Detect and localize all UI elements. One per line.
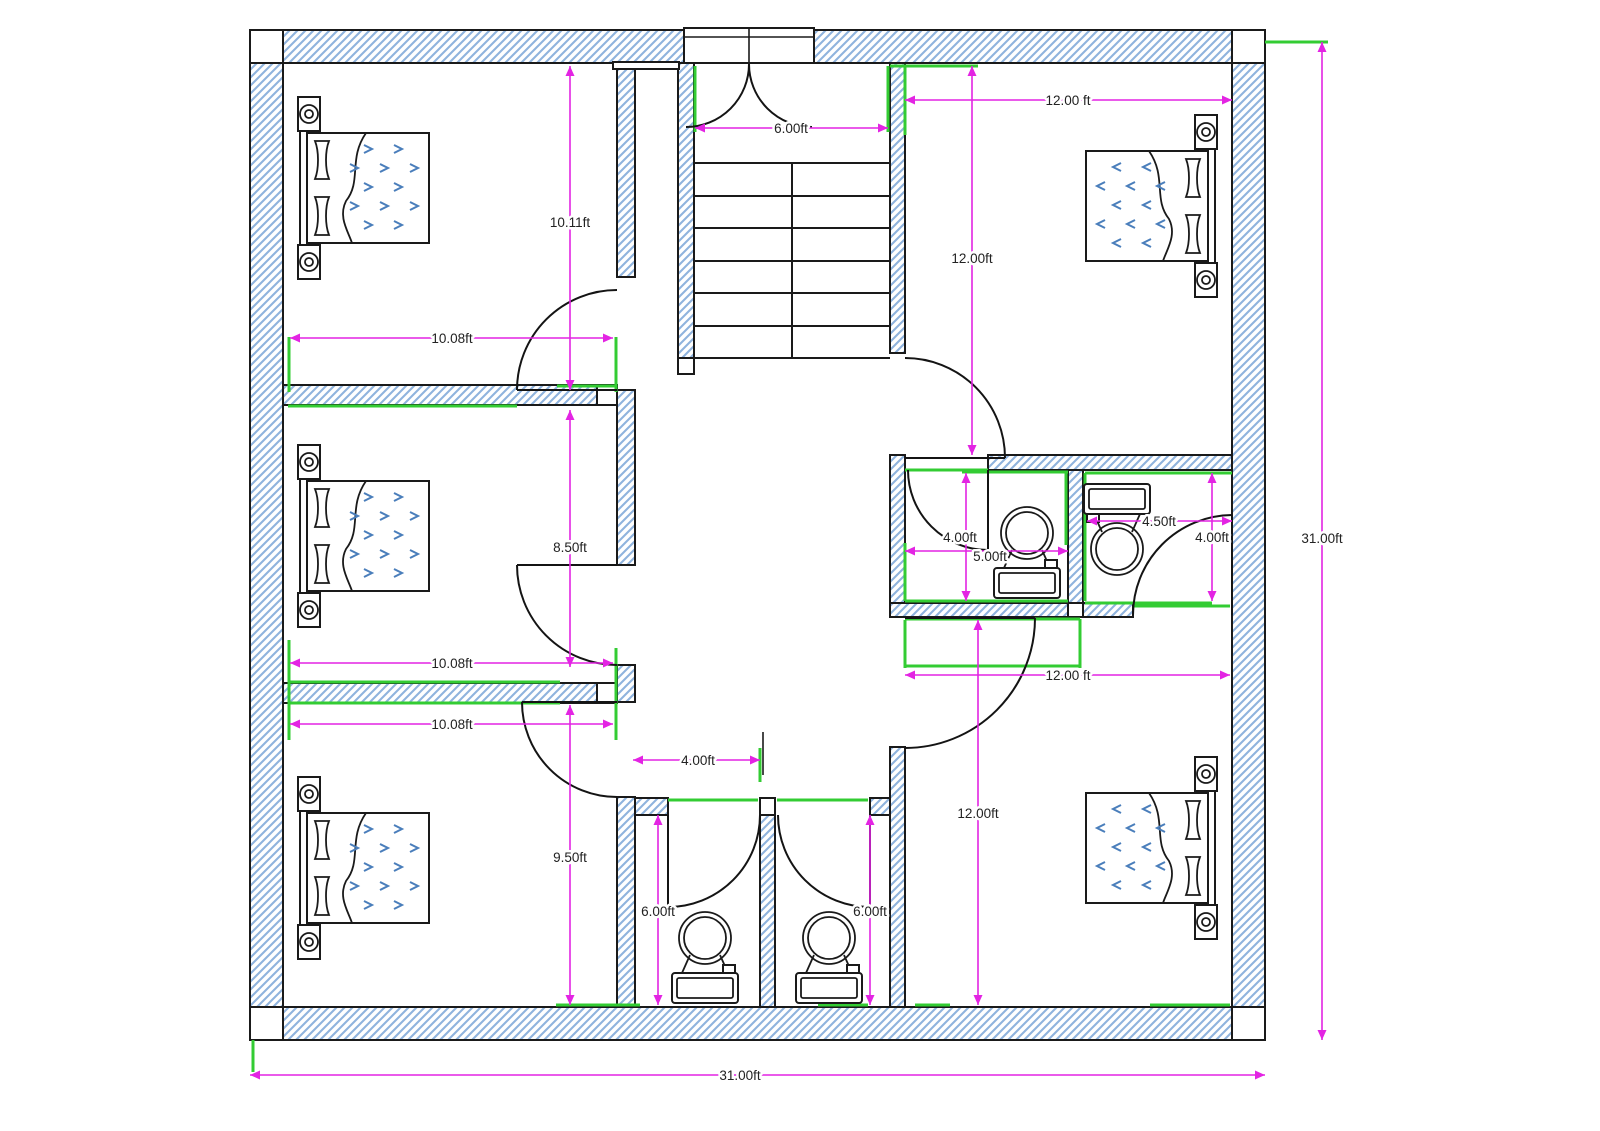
door-stall-left bbox=[667, 814, 761, 908]
dim-bedroom-bl-height: 9.50ft bbox=[551, 705, 590, 1005]
stall-divider-wall bbox=[759, 814, 776, 1008]
doors bbox=[516, 27, 1233, 908]
door-bedroom-bottom-right bbox=[904, 617, 1036, 749]
door-bedroom-top-left bbox=[516, 289, 618, 391]
dim-label-stairs-width: 6.00ft bbox=[774, 121, 808, 136]
dim-bedroom-tr-width: 12.00 ft bbox=[905, 91, 1232, 111]
bedroom-br-west-wall bbox=[889, 746, 906, 1008]
dim-wc-left-height: 4.00ft bbox=[941, 473, 980, 601]
dim-label-hall-width: 4.00ft bbox=[681, 753, 715, 768]
dim-label-wc-right-width: 4.50ft bbox=[1142, 514, 1176, 529]
dim-wc-right-height: 4.00ft bbox=[1193, 473, 1232, 601]
dim-label-tl-height: 10.11ft bbox=[550, 215, 591, 230]
corner-block-top-right bbox=[1231, 29, 1266, 64]
dim-stairs-width: 6.00ft bbox=[695, 119, 888, 139]
dim-label-total-height: 31.00ft bbox=[1301, 531, 1343, 546]
stall-right-top-wall bbox=[869, 797, 891, 816]
dim-total-width: 31.00ft bbox=[250, 1066, 1265, 1086]
bed-bedroom-bottom-right bbox=[1086, 757, 1217, 939]
dim-stall-right-height: 6.00ft bbox=[851, 815, 890, 1005]
hall-west-wall bbox=[616, 62, 636, 278]
stairwell-east-wall bbox=[889, 62, 906, 354]
bedroom-divider-wall-lower bbox=[282, 682, 598, 704]
dim-label-br-width: 12.00 ft bbox=[1045, 668, 1090, 683]
green-accent-marks bbox=[251, 40, 1328, 1072]
bed-bedroom-bottom-left bbox=[298, 777, 429, 959]
dim-label-total-width: 31.00ft bbox=[719, 1068, 761, 1083]
dim-bedroom-br-width: 12.00 ft bbox=[905, 666, 1230, 686]
wc-divider-wall bbox=[1067, 469, 1084, 604]
dim-label-wc-left-width: 5.00ft bbox=[973, 549, 1007, 564]
dim-bedroom-br-height: 12.00ft bbox=[955, 620, 1001, 1005]
door-stall-right bbox=[777, 814, 871, 908]
interior-walls bbox=[282, 61, 1233, 1008]
stall-left-top-wall bbox=[634, 797, 669, 816]
toilet-stall-left bbox=[671, 911, 739, 1004]
door-bedroom-mid-left bbox=[516, 564, 618, 666]
stairwell-west-wall bbox=[677, 62, 695, 361]
entry-double-door bbox=[683, 27, 815, 128]
exterior-walls bbox=[249, 29, 1266, 1041]
dim-stall-left-height: 6.00ft bbox=[639, 815, 678, 1005]
dim-label-br-height: 12.00ft bbox=[957, 806, 999, 821]
staircase bbox=[694, 162, 890, 359]
toilet-wc-right bbox=[1083, 483, 1151, 576]
door-bedroom-top-right bbox=[904, 357, 1006, 459]
hall-east-wall bbox=[889, 454, 906, 604]
wc-bottom-wall bbox=[889, 602, 1069, 618]
bed-bedroom-top-right bbox=[1086, 115, 1217, 297]
dim-label-wc-left-height: 4.00ft bbox=[943, 530, 977, 545]
dim-bedroom-tr-height: 12.00ft bbox=[949, 66, 995, 455]
dim-wc-right-width: 4.50ft bbox=[1087, 512, 1232, 532]
bed-bedroom-top-left bbox=[298, 97, 429, 279]
wc-top-wall bbox=[987, 454, 1233, 471]
dim-bedroom-ml-height: 8.50ft bbox=[551, 410, 590, 667]
dim-label-stall-left-height: 6.00ft bbox=[641, 904, 675, 919]
dim-label-tl-width: 10.08ft bbox=[431, 331, 473, 346]
corner-block-bottom-right bbox=[1231, 1006, 1266, 1041]
dim-label-wc-right-height: 4.00ft bbox=[1195, 530, 1229, 545]
corner-block-bottom-left bbox=[249, 1006, 284, 1041]
dim-hall-width: 4.00ft bbox=[633, 751, 760, 771]
dim-total-height: 31.00ft bbox=[1299, 42, 1345, 1040]
dimensions: 6.00ft 10.11ft 10.08ft 12.00 ft 12.00ft … bbox=[250, 42, 1345, 1086]
dim-label-bl-width: 10.08ft bbox=[431, 717, 473, 732]
dim-label-bl-height: 9.50ft bbox=[553, 850, 587, 865]
dim-wc-left-width: 5.00ft bbox=[905, 546, 1068, 567]
dim-bedroom-ml-width: 10.08ft bbox=[290, 654, 613, 674]
toilet-stall-right bbox=[795, 911, 863, 1004]
dim-label-tr-height: 12.00ft bbox=[951, 251, 993, 266]
dim-bedroom-bl-width: 10.08ft bbox=[290, 715, 613, 735]
dim-label-stall-right-height: 6.00ft bbox=[853, 904, 887, 919]
corner-block-top-left bbox=[249, 29, 284, 64]
dim-label-ml-width: 10.08ft bbox=[431, 656, 473, 671]
bedroom-divider-wall-upper bbox=[282, 384, 598, 406]
dim-bedroom-tl-height: 10.11ft bbox=[547, 66, 593, 390]
dim-bedroom-tl-width: 10.08ft bbox=[290, 329, 613, 349]
dim-label-tr-width: 12.00 ft bbox=[1045, 93, 1090, 108]
bed-bedroom-mid-left bbox=[298, 445, 429, 627]
dim-label-ml-height: 8.50ft bbox=[553, 540, 587, 555]
